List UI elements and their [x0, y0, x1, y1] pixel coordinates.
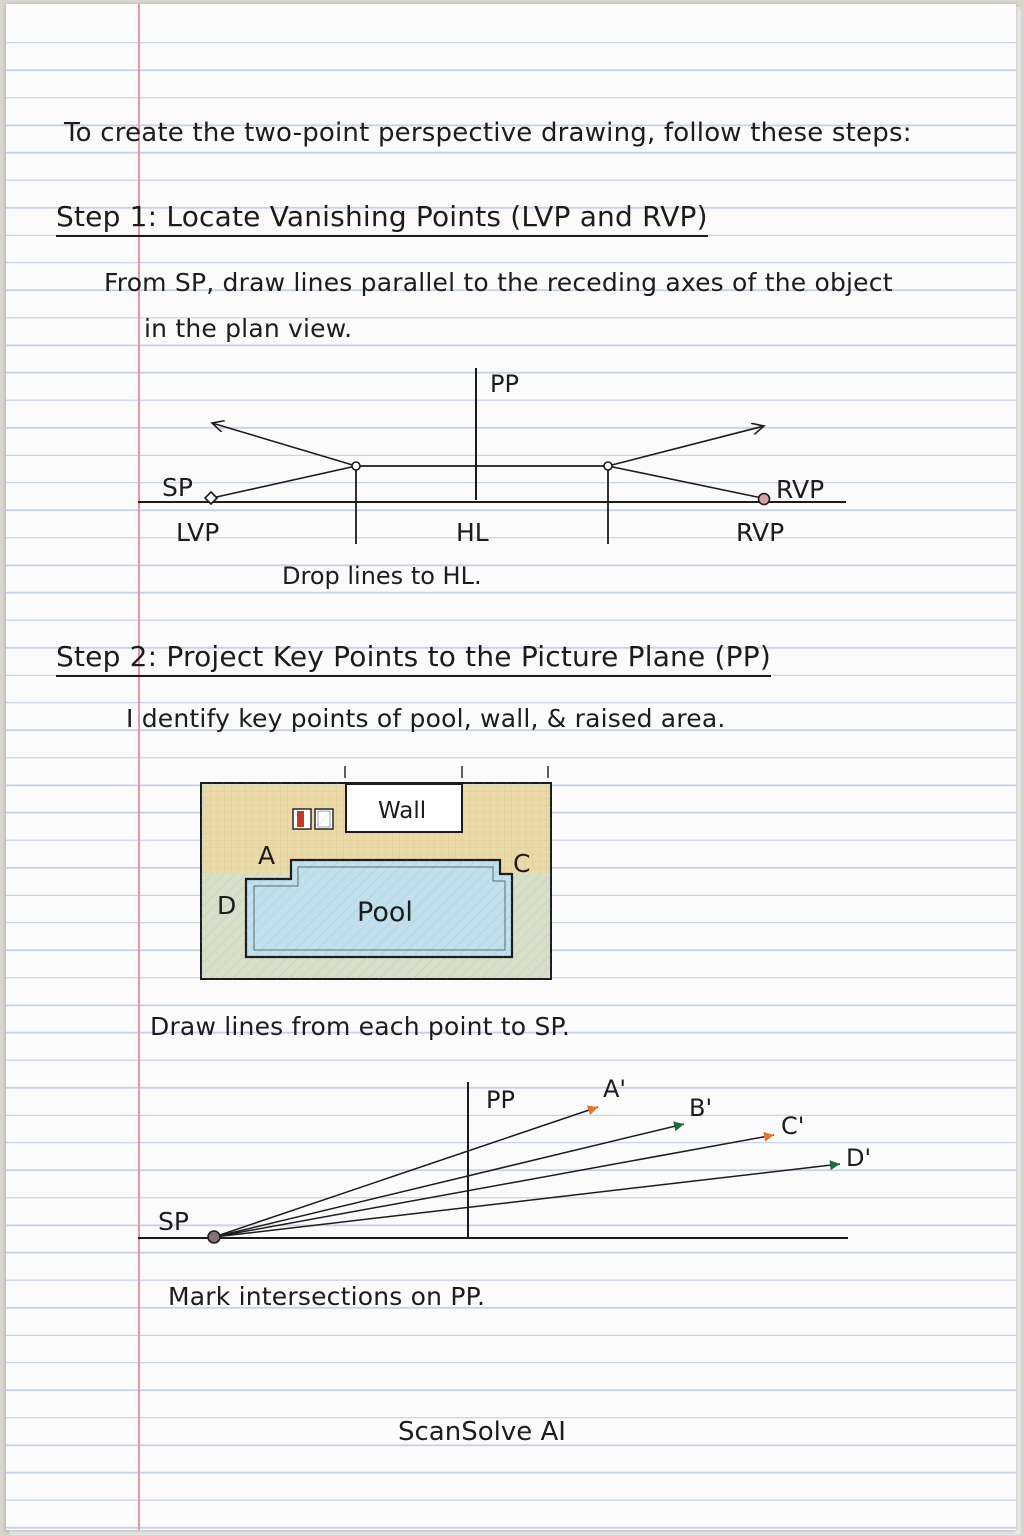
pool-label: Pool	[357, 897, 413, 928]
projection-ray-c	[213, 1131, 775, 1238]
plan-view-diagram: Wall Pool A C D	[200, 766, 552, 980]
right-intersection-point	[603, 461, 613, 471]
drop-lines-caption: Drop lines to HL.	[282, 562, 482, 590]
sp-label: SP	[162, 473, 193, 502]
rvp-marker	[757, 492, 771, 506]
footer-brand: ScanSolve AI	[398, 1417, 566, 1447]
lvp-label: LVP	[176, 518, 219, 547]
intro-text: To create the two-point perspective draw…	[64, 118, 912, 148]
step2-caption-2: Mark intersections on PP.	[168, 1282, 486, 1311]
point-a-prime-label: A'	[603, 1075, 626, 1103]
pool-inner-edge	[253, 866, 506, 951]
point-a-label: A	[258, 841, 275, 870]
pool-hatch	[246, 860, 512, 957]
point-d-prime-label: D'	[846, 1144, 871, 1172]
vanishing-points-diagram: PP SP LVP HL RVP RVP Drop lines to HL.	[138, 368, 846, 590]
lvp-marker	[203, 490, 219, 506]
sp-right-line	[607, 465, 763, 499]
projection-ray-d	[213, 1160, 841, 1238]
projection-sp-label: SP	[158, 1207, 189, 1236]
hl-label: HL	[456, 518, 489, 547]
projection-ray-a	[213, 1105, 599, 1238]
projection-ray-b	[213, 1121, 685, 1238]
sp-point	[207, 1230, 221, 1244]
step2-caption-1: Draw lines from each point to SP.	[150, 1012, 571, 1041]
left-sight-arrow	[212, 423, 357, 467]
sp-left-line	[211, 465, 357, 499]
rvp-label-upper: RVP	[776, 475, 824, 504]
right-sight-arrow	[607, 426, 764, 467]
margin-line	[138, 4, 140, 1530]
point-c-prime-label: C'	[781, 1112, 804, 1140]
left-intersection-point	[351, 461, 361, 471]
wall-label: Wall	[378, 798, 426, 824]
step2-heading: Step 2: Project Key Points to the Pictur…	[56, 640, 771, 677]
step2-text: I dentify key points of pool, wall, & ra…	[126, 704, 726, 733]
point-c-label: C	[513, 849, 530, 878]
point-d-label: D	[217, 891, 236, 920]
wall-block	[345, 783, 463, 833]
projection-diagram: PP SP A' B' C' D'	[138, 1075, 871, 1244]
step1-text-line2: in the plan view.	[144, 314, 353, 343]
projection-pp-label: PP	[486, 1086, 515, 1114]
rvp-label-lower: RVP	[736, 518, 784, 547]
point-b-prime-label: B'	[689, 1094, 712, 1122]
swatch-icon	[292, 808, 334, 830]
notebook-page	[6, 4, 1016, 1530]
step1-text-line1: From SP, draw lines parallel to the rece…	[104, 268, 893, 297]
pp-label: PP	[490, 370, 519, 398]
step1-heading: Step 1: Locate Vanishing Points (LVP and…	[56, 200, 708, 237]
